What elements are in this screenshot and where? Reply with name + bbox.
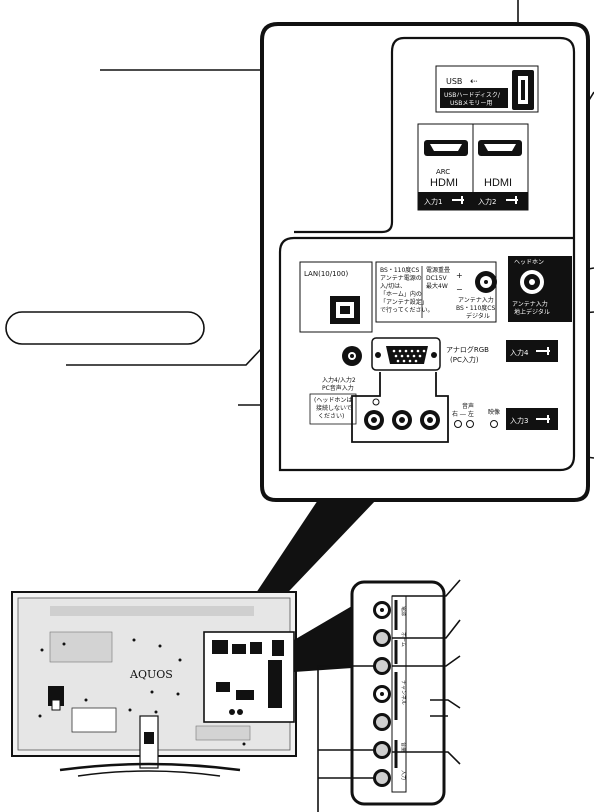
usb-symbol-icon: ⇠ <box>470 77 478 87</box>
hdmi1-name: HDMI <box>430 177 458 189</box>
power-line-3: 最大4W <box>426 282 448 290</box>
side-zoom-beam <box>294 606 352 672</box>
av-right-left: 右 ― 左 <box>452 410 474 418</box>
av-audio-label: 音声 <box>462 402 474 410</box>
tv-rear: AQUOS <box>11 591 297 777</box>
pc-audio-section: 入力4/入力2 PC音声入力 (ヘッドホンは 接続しないで ください) <box>309 346 362 425</box>
key-icon <box>536 415 550 423</box>
plus-symbol: + <box>456 271 463 280</box>
vga-port[interactable] <box>386 346 428 364</box>
side-leader-lines <box>317 579 461 812</box>
pc-audio-line-1: 入力4/入力2 <box>322 376 356 384</box>
antenna-note-line-4: 「ホーム」内の <box>380 290 422 298</box>
headphone-label: ヘッドホン <box>514 259 544 266</box>
callout-oval <box>5 311 205 345</box>
usb-sublabel-2: USBメモリー用 <box>450 100 492 107</box>
analog-rgb-line-1: アナログRGB <box>446 345 489 354</box>
usb-section: USB ⇠ USBハードディスク/ USBメモリー用 <box>435 65 539 113</box>
side-label-channel: チャンネル <box>400 680 406 705</box>
bs-antenna-line-2: BS・110度CS <box>456 304 495 312</box>
power-line-1: 電源重畳 <box>426 266 450 274</box>
terrestrial-block: ヘッドホン アンテナ入力 地上デジタル <box>508 256 572 322</box>
key-icon <box>506 196 518 204</box>
analog-rgb-section: アナログRGB (PC入力) 入力4 <box>371 337 558 371</box>
usb-sublabel-1: USBハードディスク/ <box>444 91 501 99</box>
antenna-note: BS・110度CS アンテナ電源の 入/切は、 「ホーム」内の 「アンテナ設定」… <box>375 261 497 323</box>
pc-audio-line-2: PC音声入力 <box>322 384 354 392</box>
tv-brand-logo: AQUOS <box>129 668 173 681</box>
hdmi1-arc-label: ARC <box>436 168 450 176</box>
hdmi-section: ARC HDMI HDMI 入力1 入力2 <box>417 123 529 211</box>
side-buttons <box>373 601 391 787</box>
antenna-note-line-6: で行ってください。 <box>380 306 434 314</box>
antenna-note-line-2: アンテナ電源の <box>380 274 422 282</box>
analog-rgb-input-label: 入力4 <box>510 348 529 357</box>
av-input-label: 入力3 <box>510 416 528 425</box>
terrestrial-line-2: 地上デジタル <box>514 308 550 316</box>
side-label-power: 電源 <box>400 606 407 616</box>
lan-label: LAN(10/100) <box>304 270 348 278</box>
antenna-note-line-5: 「アンテナ設定」 <box>380 298 428 306</box>
antenna-note-line-3: 入/切は、 <box>380 283 406 290</box>
av-video-label: 映像 <box>488 408 500 416</box>
minus-symbol: − <box>456 285 463 294</box>
headphone-warning-1: (ヘッドホンは <box>314 397 352 404</box>
side-label-input: 入力 <box>400 770 407 780</box>
hdmi2-input-label: 入力2 <box>478 197 496 206</box>
terrestrial-line-1: アンテナ入力 <box>512 300 548 308</box>
power-line-2: DC15V <box>426 275 447 282</box>
side-button-panel: 電源 ホーム チャンネル 音量 入力 <box>350 580 446 806</box>
bs-antenna-line-1: アンテナ入力 <box>458 296 494 304</box>
hdmi1-input-label: 入力1 <box>424 197 442 206</box>
av-input-section: 音声 右 ― 左 映像 入力3 <box>351 372 558 443</box>
usb-label: USB <box>446 77 462 86</box>
key-icon <box>452 196 464 204</box>
analog-rgb-line-2: (PC入力) <box>450 355 479 364</box>
bs-antenna: アンテナ入力 BS・110度CS デジタル <box>456 271 497 320</box>
lan-section: LAN(10/100) <box>299 261 373 333</box>
headphone-warning-2: 接続しないで <box>316 404 352 412</box>
hdmi2-name: HDMI <box>484 177 512 189</box>
headphone-warning-3: ください) <box>318 413 344 420</box>
side-label-volume: 音量 <box>400 742 407 752</box>
bs-antenna-line-3: デジタル <box>466 312 490 320</box>
antenna-note-line-1: BS・110度CS <box>380 266 419 274</box>
key-icon <box>536 347 550 355</box>
side-label-home: ホーム <box>400 632 406 647</box>
